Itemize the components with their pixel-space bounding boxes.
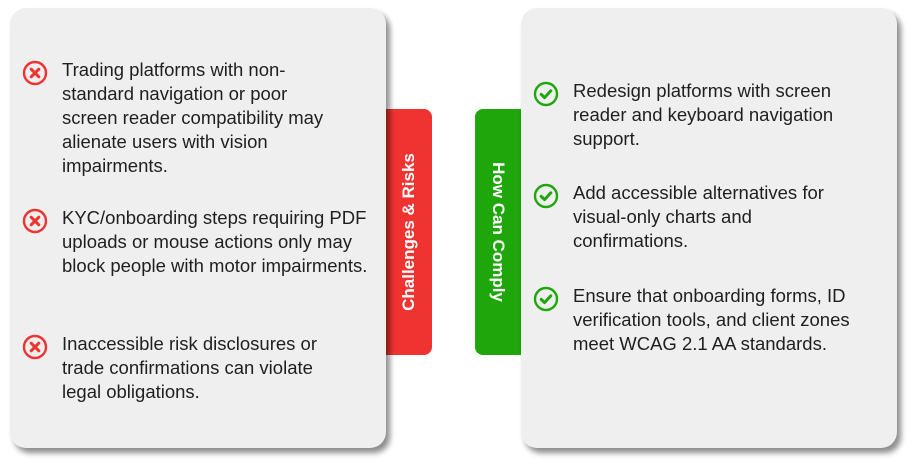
- check-circle-icon: [533, 183, 559, 209]
- comply-item: Ensure that onboarding forms, ID verific…: [533, 284, 885, 356]
- challenges-risks-tab: Challenges & Risks: [386, 109, 432, 355]
- comply-item: Redesign platforms with screen reader an…: [533, 79, 885, 151]
- challenges-card: Trading platforms with non-standard navi…: [10, 8, 386, 448]
- risk-item: KYC/onboarding steps requiring PDF uploa…: [22, 206, 374, 278]
- check-circle-icon: [533, 286, 559, 312]
- risk-text: Inaccessible risk disclosures or trade c…: [62, 333, 317, 402]
- comply-text: Redesign platforms with screen reader an…: [573, 80, 834, 149]
- risk-item: Trading platforms with non-standard navi…: [22, 58, 374, 178]
- check-circle-icon: [533, 81, 559, 107]
- how-can-comply-tab: How Can Comply: [475, 109, 521, 355]
- comply-item: Add accessible alternatives for visual-o…: [533, 181, 885, 253]
- comply-text: Add accessible alternatives for visual-o…: [573, 182, 824, 251]
- comply-text: Ensure that onboarding forms, ID verific…: [573, 285, 850, 354]
- tab-label: Challenges & Risks: [399, 153, 418, 311]
- tab-label: How Can Comply: [489, 162, 509, 302]
- x-circle-icon: [22, 60, 48, 86]
- x-circle-icon: [22, 334, 48, 360]
- risk-text: Trading platforms with non-standard navi…: [62, 59, 324, 176]
- comply-card: Redesign platforms with screen reader an…: [521, 8, 897, 448]
- x-circle-icon: [22, 208, 48, 234]
- risk-item: Inaccessible risk disclosures or trade c…: [22, 332, 374, 404]
- risk-text: KYC/onboarding steps requiring PDF uploa…: [62, 207, 368, 276]
